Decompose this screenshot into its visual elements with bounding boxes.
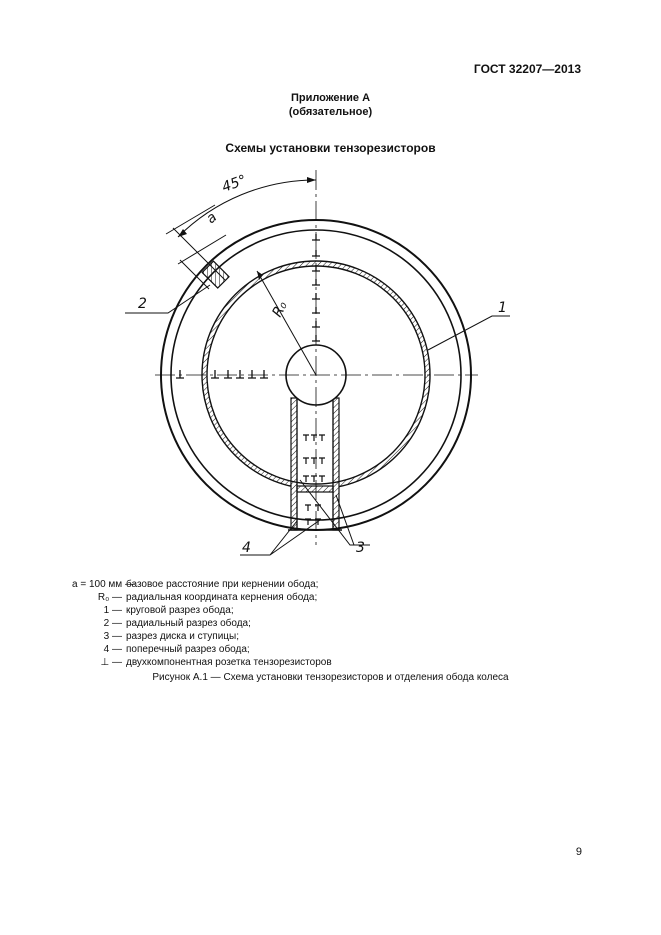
figure-caption: Рисунок А.1 — Схема установки тензорезис… [152, 672, 509, 683]
appendix-subtitle: (обязательное) [288, 106, 373, 118]
legend-row: ⊥ —двухкомпонентная розетка тензорезисто… [100, 657, 332, 668]
rosette-row-horizontal [176, 370, 268, 379]
callout-3: 3 [356, 540, 365, 556]
angle-dimension-arc [177, 179, 317, 238]
legend-row: 3 —разрез диска и ступицы; [103, 631, 239, 642]
legend: a = 100 мм —базовое расстояние при керне… [72, 578, 332, 669]
callout-4: 4 [242, 540, 251, 556]
standard-code: ГОСТ 32207—2013 [473, 62, 581, 76]
a-dimension [165, 204, 227, 290]
angle-label: 45° [220, 172, 249, 196]
legend-row: a = 100 мм —базовое расстояние при керне… [72, 579, 319, 590]
callout-2: 2 [138, 296, 147, 312]
transverse-rim-cut [296, 485, 334, 493]
appendix-title: Приложение А [290, 92, 371, 104]
leader-1 [427, 315, 510, 351]
page-number: 9 [575, 846, 582, 858]
rosette-row-slot [303, 434, 325, 525]
legend-row: 4 —поперечный разрез обода; [103, 644, 250, 655]
callout-1: 1 [498, 300, 507, 316]
section-title: Схемы установки тензорезисторов [225, 141, 436, 155]
leader-2 [125, 284, 211, 314]
legend-row: 1 —круговой разрез обода; [103, 605, 234, 616]
a-label: a [203, 209, 220, 227]
radius-label: R₀ [269, 298, 291, 319]
legend-row: 2 —радиальный разрез обода; [103, 618, 251, 629]
legend-row: R₀ —радиальная координата кернения обода… [97, 592, 318, 603]
rosette-row-vertical [312, 234, 320, 342]
leader-4 [240, 519, 321, 556]
radial-rim-cut [201, 260, 230, 289]
leader-3 [299, 479, 370, 546]
radius-line [256, 270, 317, 376]
